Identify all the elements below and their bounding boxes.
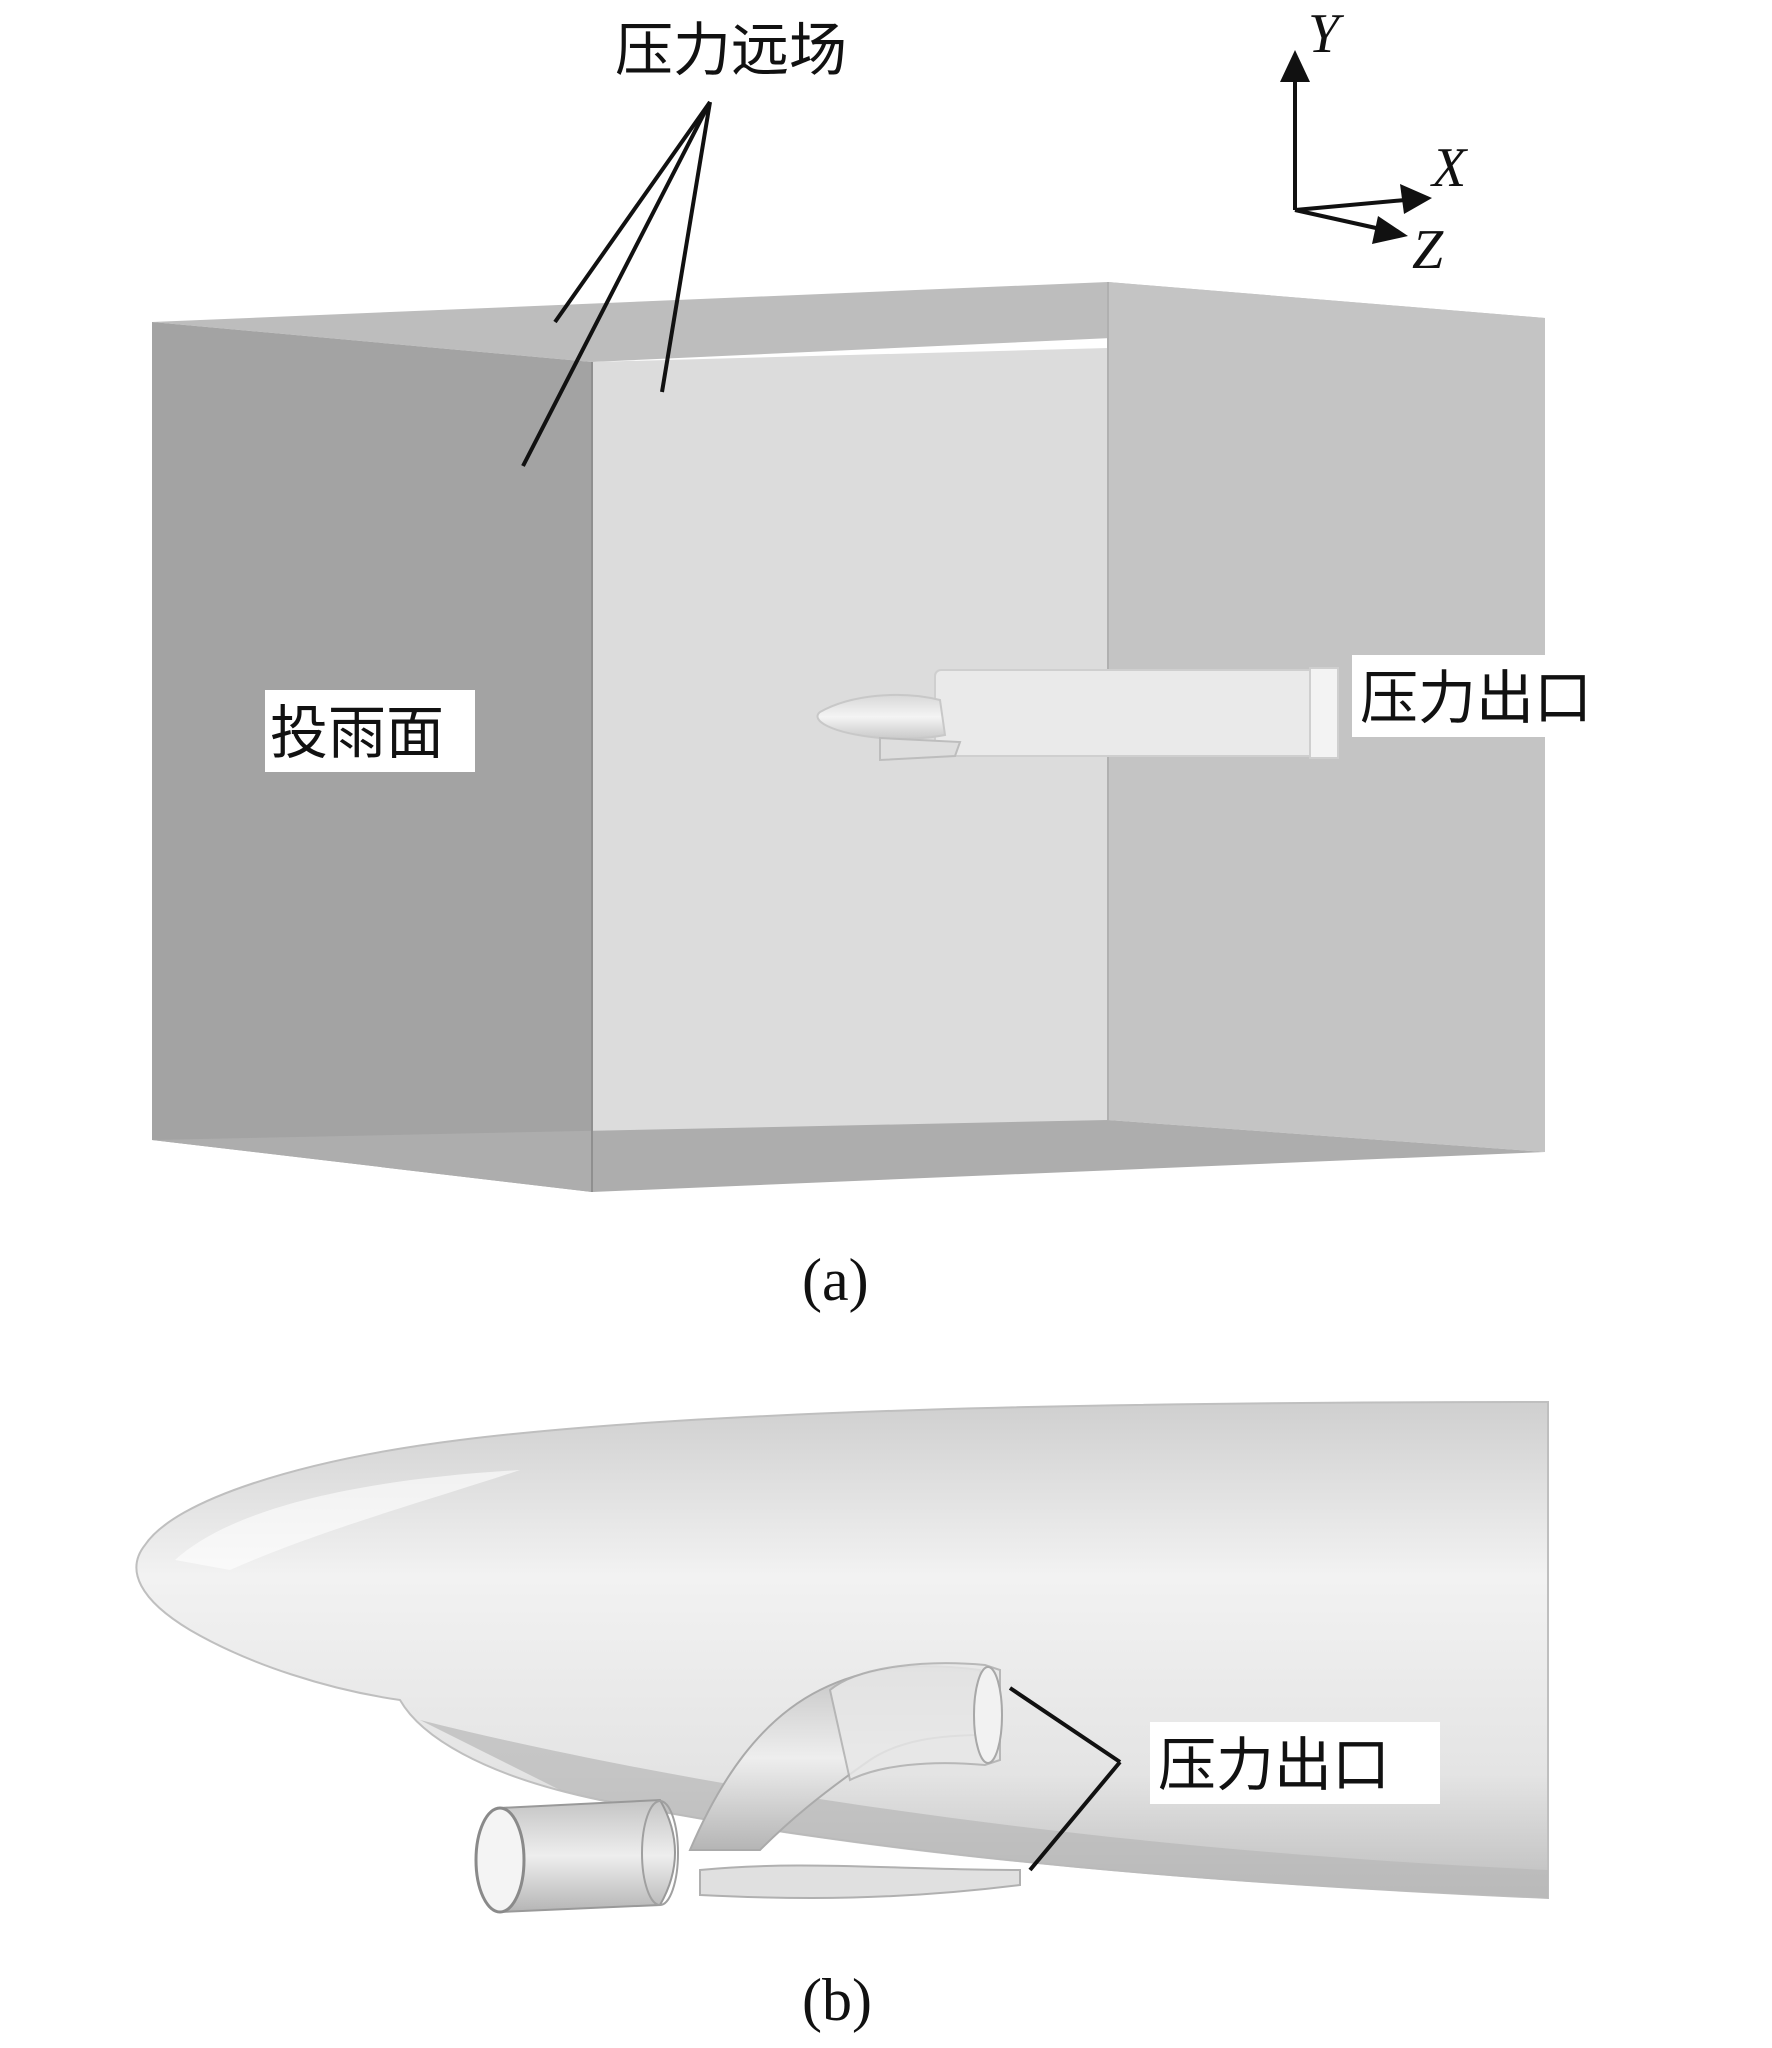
caption-b: (b) (802, 1967, 872, 2033)
panel-a: 压力远场 投雨面 压力出口 Y X Z (a) (152, 3, 1642, 1313)
z-axis-arrow (1372, 216, 1408, 244)
axis-triad: Y X Z (1280, 3, 1469, 281)
train-underside-shadow (420, 1720, 1548, 1898)
label-bg-rain-face (265, 690, 475, 772)
y-axis-label: Y (1308, 3, 1345, 65)
intake-duct (474, 1662, 1021, 1914)
upper-outlet-opening (973, 1666, 1003, 1764)
box-bottom-face (152, 1120, 1545, 1192)
train-nose-small (816, 693, 947, 740)
x-axis-label: X (1430, 137, 1469, 199)
label-pressure-outlet-b: 压力出口 (1158, 1731, 1390, 1799)
outlet-duct (934, 669, 1336, 757)
train-nose-highlight (175, 1470, 520, 1570)
lower-duct (699, 1864, 1021, 1899)
label-pressure-far-field: 压力远场 (615, 16, 847, 84)
train-inlet-small (879, 736, 962, 762)
train-in-domain (816, 667, 1339, 762)
outlet-duct-end (1309, 667, 1339, 759)
label-bg-outlet-a (1352, 655, 1642, 737)
label-pressure-outlet-a: 压力出口 (1360, 664, 1592, 732)
x-axis-arrow (1400, 184, 1432, 214)
y-axis-arrow (1280, 50, 1310, 82)
leader-lines-outlet-b (1008, 1686, 1122, 1872)
leader-lines-far-field (521, 100, 712, 467)
label-rain-face: 投雨面 (270, 699, 444, 767)
panel-b: 压力出口 (b) (135, 1400, 1549, 2033)
label-bg-outlet-b (1150, 1722, 1440, 1804)
intake-opening (474, 1806, 526, 1914)
intake-rear (641, 1800, 679, 1906)
box-front-face (592, 348, 1108, 1192)
z-axis-label: Z (1412, 219, 1444, 281)
caption-a: (a) (802, 1247, 869, 1313)
